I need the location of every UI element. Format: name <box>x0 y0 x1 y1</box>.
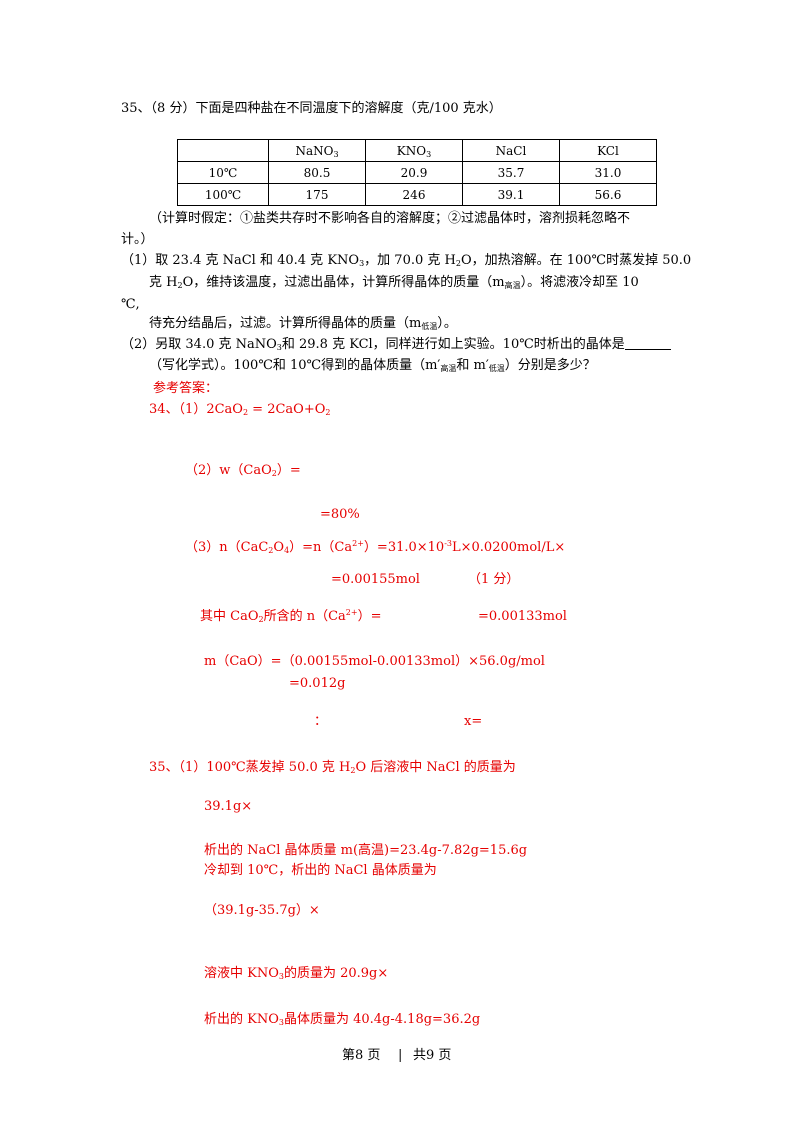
table-header-row: NaNO3 KNO3 NaCl KCl <box>177 139 657 162</box>
answer-35-4: 冷却到 10℃，析出的 NaCl 晶体质量为 <box>204 863 437 878</box>
part1-line-4: 待充分结晶后，过滤。计算所得晶体的质量（m低温）。 <box>149 316 457 331</box>
answer-34-2: （2）w（CaO2）= <box>185 463 301 478</box>
page-total: 共9 页 <box>413 1048 452 1063</box>
answers-title: 参考答案： <box>153 381 219 396</box>
table-row-label: 100℃ <box>177 183 269 206</box>
answer-34-3d: m（CaO）=（0.00155mol-0.00133mol）×56.0g/mol <box>204 654 545 669</box>
answer-34-3: （3）n（CaC2O4）=n（Ca2+）=31.0×10-3L×0.0200mo… <box>185 539 566 556</box>
table-cell: 20.9 <box>365 161 463 184</box>
answer-34-3c: 其中 CaO2所含的 n（Ca2+）= <box>200 608 382 625</box>
answer-34-1: 34、（1）2CaO2 = 2CaO+O2 <box>149 402 331 417</box>
answer-blank <box>624 337 671 350</box>
answer-x-eq: x= <box>464 714 483 729</box>
part1-line-3: ℃, <box>121 297 140 312</box>
part2-line-2: （写化学式）。100℃和 10℃得到的晶体质量（m′高温和 m′低温）分别是多少… <box>149 358 596 373</box>
note-line-2: 计。） <box>121 232 154 247</box>
answer-34-3b: =0.00155mol <box>331 572 420 587</box>
table-header-cell: NaCl <box>462 139 560 162</box>
table-header-cell <box>177 139 269 162</box>
table-cell: 56.6 <box>559 183 657 206</box>
table-cell: 35.7 <box>462 161 560 184</box>
page-separator: | <box>398 1048 403 1063</box>
answer-35-1: 35、（1）100℃蒸发掉 50.0 克 H2O 后溶液中 NaCl 的质量为 <box>149 760 516 775</box>
note-line-1: （计算时假定：①盐类共存时不影响各自的溶解度；②过滤晶体时，溶剂损耗忽略不 <box>149 211 631 226</box>
answer-34-2b: =80% <box>320 507 360 522</box>
question-header: 35、（8 分）下面是四种盐在不同温度下的溶解度（克/100 克水） <box>121 101 502 116</box>
part2-line-1: （2）另取 34.0 克 NaNO3和 29.8 克 KCl，同样进行如上实验。… <box>121 337 671 353</box>
answer-35-2: 39.1g× <box>204 799 253 814</box>
answer-35-6: 溶液中 KNO3的质量为 20.9g× <box>204 966 389 981</box>
table-row: 100℃ 175 246 39.1 56.6 <box>177 183 657 206</box>
answer-34-3e: =0.012g <box>289 676 346 691</box>
table-cell: 31.0 <box>559 161 657 184</box>
answer-34-3c-value: =0.00133mol <box>478 609 567 624</box>
table-row-label: 10℃ <box>177 161 269 184</box>
part1-line-2: 克 H2O，维持该温度，过滤出晶体，计算所得晶体的质量（m高温）。将滤液冷却至 … <box>149 275 639 290</box>
table-cell: 80.5 <box>268 161 366 184</box>
answer-colon: ： <box>314 714 328 729</box>
solubility-table: NaNO3 KNO3 NaCl KCl 10℃ 80.5 20.9 35.7 3… <box>177 139 657 206</box>
table-cell: 175 <box>268 183 366 206</box>
page-number: 第8 页 <box>342 1048 381 1063</box>
table-header-cell: KNO3 <box>365 139 463 162</box>
table-header-cell: NaNO3 <box>268 139 366 162</box>
table-header-cell: KCl <box>559 139 657 162</box>
answer-35-5: （39.1g-35.7g）× <box>204 903 320 918</box>
table-cell: 246 <box>365 183 463 206</box>
part1-line-1: （1）取 23.4 克 NaCl 和 40.4 克 KNO3，加 70.0 克 … <box>121 253 692 268</box>
table-row: 10℃ 80.5 20.9 35.7 31.0 <box>177 161 657 184</box>
answer-35-7: 析出的 KNO3晶体质量为 40.4g-4.18g=36.2g <box>204 1012 481 1027</box>
answer-35-3: 析出的 NaCl 晶体质量 m(高温)=23.4g-7.82g=15.6g <box>204 843 528 858</box>
answer-34-3b-score: （1 分） <box>468 572 520 587</box>
table-cell: 39.1 <box>462 183 560 206</box>
